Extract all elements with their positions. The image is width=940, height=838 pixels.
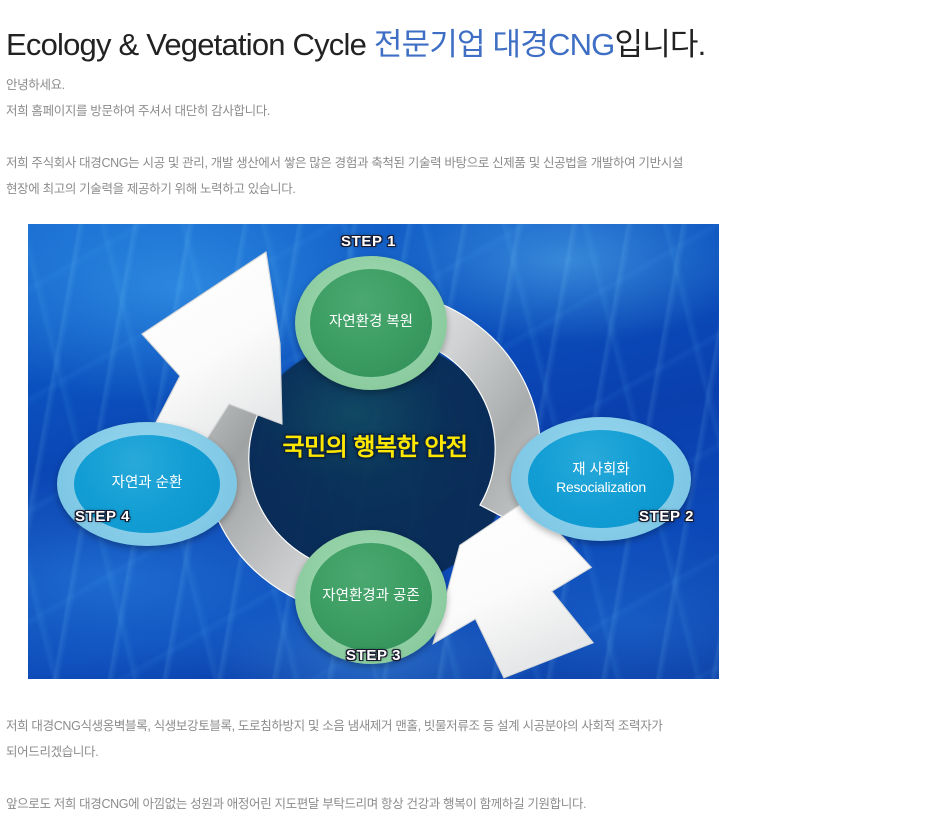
step-label-2: STEP 2 <box>639 508 695 525</box>
cycle-node-step-3-title: 자연환경과 공존 <box>322 588 420 605</box>
outro-spacer <box>6 765 906 791</box>
cycle-node-step-4-inner: 자연과 순환 <box>74 435 220 533</box>
cycle-node-step-2[interactable]: 재 사회화 Resocialization <box>511 417 691 541</box>
step-label-3: STEP 3 <box>346 647 402 664</box>
outro-line-2: 되어드리겠습니다. <box>6 745 99 759</box>
intro-paragraphs: 안녕하세요. 저희 홈페이지를 방문하여 주셔서 대단히 감사합니다. 저희 주… <box>6 72 906 202</box>
cycle-node-step-1-title: 자연환경 복원 <box>328 314 414 331</box>
intro-line-2: 저희 홈페이지를 방문하여 주셔서 대단히 감사합니다. <box>6 104 271 118</box>
center-slogan: 국민의 행복한 안전 <box>282 434 468 461</box>
page-title: Ecology & Vegetation Cycle 전문기업 대경CNG입니다… <box>6 23 706 67</box>
outro-line-1: 저희 대경CNG식생옹벽블록, 식생보강토블록, 도로침하방지 및 소음 냄새제… <box>6 719 663 733</box>
step-label-1: STEP 1 <box>341 233 397 250</box>
outro-paragraphs: 저희 대경CNG식생옹벽블록, 식생보강토블록, 도로침하방지 및 소음 냄새제… <box>6 713 906 817</box>
step-label-4: STEP 4 <box>75 508 131 525</box>
page-title-plain: Ecology & Vegetation Cycle <box>6 26 374 62</box>
page-title-tail: 입니다. <box>614 26 706 62</box>
cycle-node-step-4[interactable]: 자연과 순환 <box>57 422 237 546</box>
cycle-node-step-4-title: 자연과 순환 <box>111 475 183 492</box>
outro-line-3: 앞으로도 저희 대경CNG에 아낌없는 성원과 애정어린 지도편달 부탁드리며 … <box>6 797 587 811</box>
cycle-node-step-2-title: 재 사회화 <box>572 462 630 479</box>
intro-line-1: 안녕하세요. <box>6 78 65 92</box>
cycle-node-step-1-inner: 자연환경 복원 <box>310 269 432 377</box>
page-title-accent: 전문기업 대경CNG <box>373 26 615 62</box>
cycle-node-step-3[interactable]: 자연환경과 공존 <box>295 530 447 664</box>
cycle-node-step-1[interactable]: 자연환경 복원 <box>295 256 447 390</box>
cycle-node-step-2-inner: 재 사회화 Resocialization <box>528 430 674 528</box>
intro-spacer <box>6 124 906 150</box>
cycle-node-step-2-subtitle: Resocialization <box>556 479 646 496</box>
ecology-cycle-diagram: 자연환경 복원 재 사회화 Resocialization 자연환경과 공존 자… <box>28 224 719 679</box>
cycle-node-step-3-inner: 자연환경과 공존 <box>310 543 432 651</box>
intro-line-4: 현장에 최고의 기술력을 제공하기 위해 노력하고 있습니다. <box>6 182 296 196</box>
cycle-arrows-graphic <box>141 250 595 679</box>
intro-line-3: 저희 주식회사 대경CNG는 시공 및 관리, 개발 생산에서 쌓은 많은 경험… <box>6 156 684 170</box>
